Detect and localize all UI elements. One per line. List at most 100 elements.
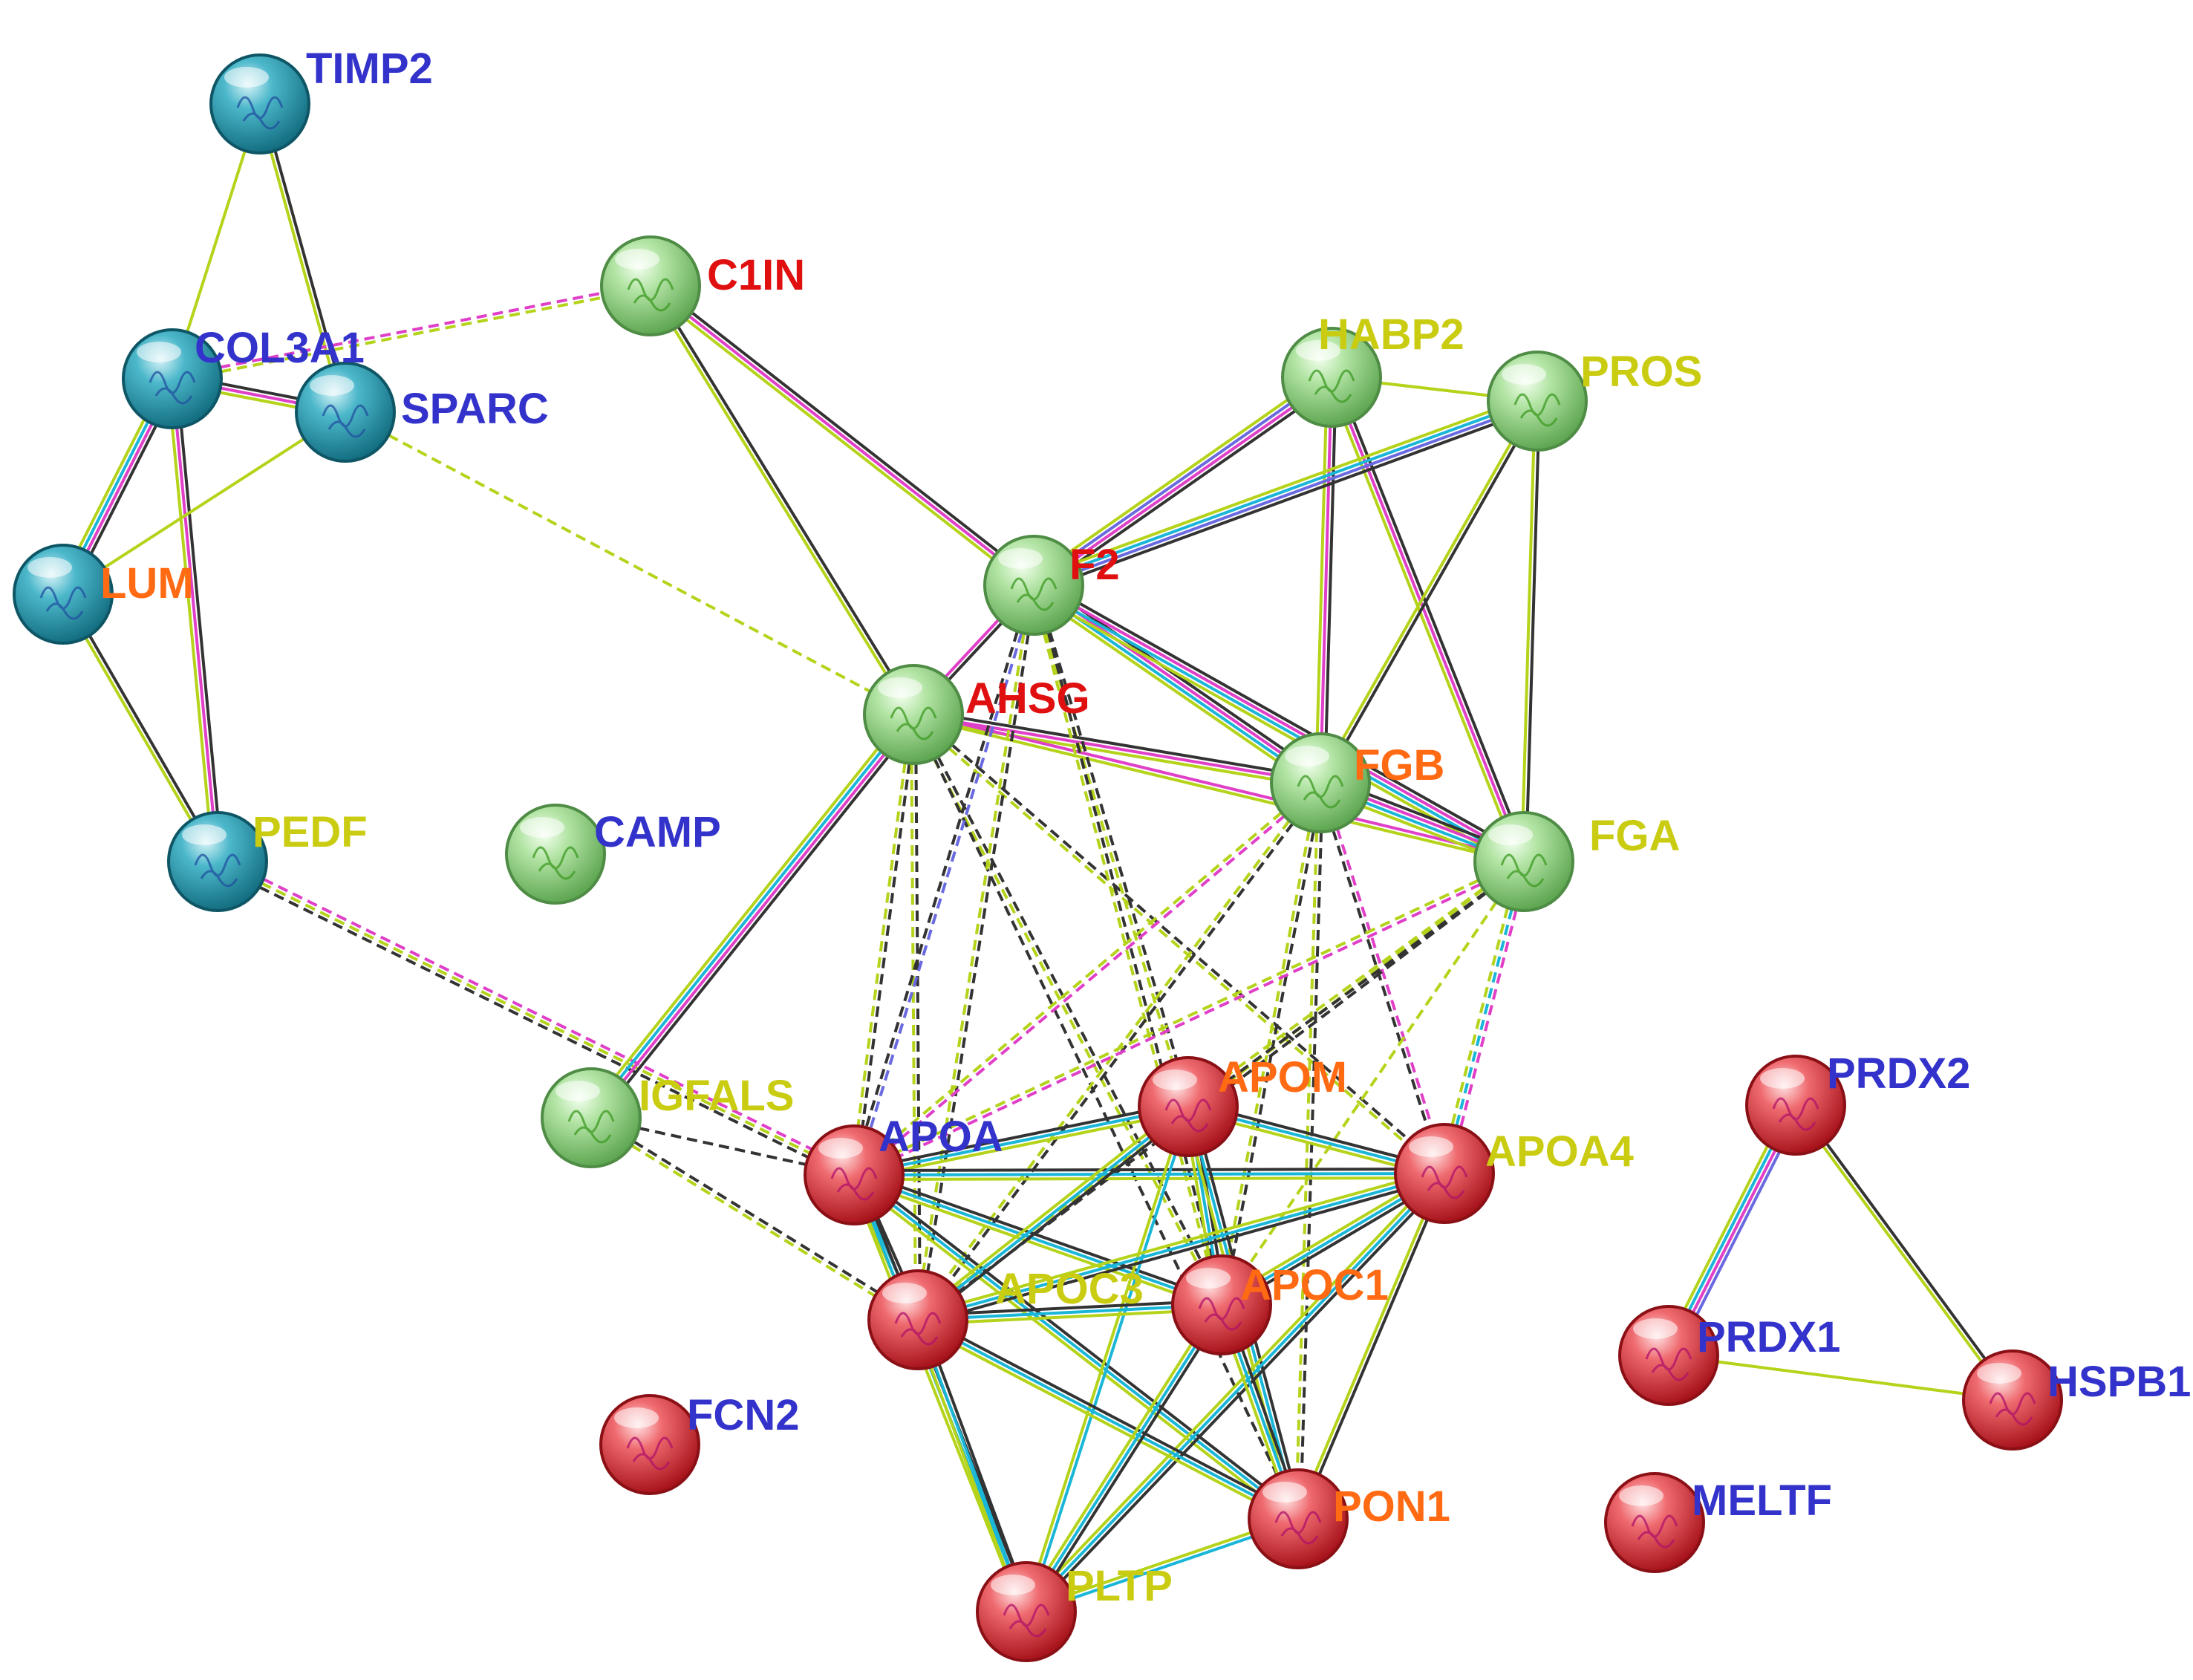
edge-strand xyxy=(1030,585,1188,1108)
edge-strand xyxy=(913,713,1321,784)
node-label-camp: CAMP xyxy=(594,808,721,856)
node-hspb1[interactable] xyxy=(1962,1349,2063,1451)
edge-ahsg-fga xyxy=(912,711,1525,865)
edge-habp2-f2 xyxy=(1029,370,1337,593)
node-timp2[interactable] xyxy=(209,53,310,154)
node-lum[interactable] xyxy=(13,544,114,645)
edge-f2-apoc3 xyxy=(914,585,1037,1321)
edge-strand xyxy=(1668,1354,2013,1401)
node-ahsg[interactable] xyxy=(863,664,964,765)
node-apoc3[interactable] xyxy=(867,1269,968,1370)
edge-strand xyxy=(1021,1301,1219,1610)
edge-strand xyxy=(260,102,349,412)
node-gloss xyxy=(1760,1068,1805,1089)
edge-strand xyxy=(589,1118,918,1324)
edge-lum-pedf xyxy=(59,592,221,864)
edge-sparc-ahsg xyxy=(345,411,914,716)
edge-strand xyxy=(1796,1103,2016,1400)
protein-structure-icon xyxy=(1297,775,1344,809)
edge-strand xyxy=(647,288,1032,590)
node-apom[interactable] xyxy=(1138,1056,1239,1157)
edge-strand xyxy=(1298,1173,1448,1520)
edge-fgb-apoc3 xyxy=(914,781,1324,1322)
nodes-layer xyxy=(13,53,2063,1662)
edge-strand xyxy=(853,1173,1222,1306)
edge-strand xyxy=(1028,1175,1449,1616)
edge-fga-apoc1 xyxy=(1220,860,1525,1306)
node-gloss xyxy=(1633,1318,1678,1339)
node-igfals[interactable] xyxy=(541,1067,642,1168)
node-fgb[interactable] xyxy=(1270,732,1371,833)
edge-pros-fgb xyxy=(1317,399,1541,785)
edge-strand xyxy=(850,584,1034,1175)
node-col3a1[interactable] xyxy=(122,328,223,429)
protein-structure-icon xyxy=(532,846,579,880)
edge-strand xyxy=(1030,585,1222,1306)
edge-strand xyxy=(1220,860,1525,1306)
edge-strand xyxy=(914,585,1034,1320)
protein-structure-icon xyxy=(1631,1514,1678,1549)
edge-strand xyxy=(1186,858,1524,1107)
node-label-prdx2: PRDX2 xyxy=(1827,1049,1970,1098)
edge-strand xyxy=(1034,401,1539,589)
node-apoa[interactable] xyxy=(804,1124,905,1225)
node-habp2[interactable] xyxy=(1281,327,1382,428)
node-pedf[interactable] xyxy=(167,811,268,912)
edge-strand xyxy=(215,864,853,1181)
edge-strand xyxy=(1317,399,1537,783)
node-apoa4[interactable] xyxy=(1394,1123,1495,1224)
node-sparc[interactable] xyxy=(295,362,396,463)
edge-strand xyxy=(917,1318,1299,1520)
node-label-apoa4: APOA4 xyxy=(1485,1127,1634,1176)
node-gloss xyxy=(1262,1482,1307,1502)
node-label-apom: APOM xyxy=(1218,1053,1347,1101)
edge-fgb-pon1 xyxy=(1294,782,1324,1520)
node-camp[interactable] xyxy=(505,804,606,905)
protein-structure-icon xyxy=(894,1312,942,1346)
edge-strand xyxy=(854,1109,1190,1181)
node-f2[interactable] xyxy=(983,535,1084,636)
node-gloss xyxy=(818,1138,863,1159)
edge-strand xyxy=(920,1318,1032,1611)
edge-apoa4-apoc3 xyxy=(916,1168,1447,1326)
edge-apoa-apoc1 xyxy=(852,1169,1224,1311)
edge-c1in-f2 xyxy=(647,281,1037,590)
node-prdx1[interactable] xyxy=(1618,1305,1719,1406)
node-gloss xyxy=(1153,1069,1197,1090)
edge-strand xyxy=(853,1173,1300,1520)
node-pros[interactable] xyxy=(1487,351,1588,452)
edge-strand xyxy=(1320,781,1448,1173)
edge-strand xyxy=(1029,589,1318,790)
node-pon1[interactable] xyxy=(1248,1468,1349,1569)
edge-strand xyxy=(1034,584,1225,1305)
edge-apoa-apom xyxy=(853,1101,1190,1181)
edge-strand xyxy=(850,714,913,1175)
node-gloss xyxy=(520,817,564,838)
edge-strand xyxy=(1032,374,1332,585)
node-prdx2[interactable] xyxy=(1745,1055,1846,1156)
node-fcn2[interactable] xyxy=(599,1394,700,1495)
node-apoc1[interactable] xyxy=(1171,1254,1272,1355)
protein-structure-icon xyxy=(890,706,937,740)
edge-strand xyxy=(1520,400,1537,862)
node-gloss xyxy=(310,375,354,396)
edge-strand xyxy=(915,1322,1297,1525)
edge-strand xyxy=(851,780,1320,1175)
protein-structure-icon xyxy=(322,404,369,438)
protein-structure-icon xyxy=(567,1110,615,1144)
node-c1in[interactable] xyxy=(600,235,701,336)
edge-apom-pltp xyxy=(1023,1105,1192,1613)
edge-strand xyxy=(1037,381,1337,593)
edge-strand xyxy=(1029,370,1329,582)
protein-structure-icon xyxy=(149,371,196,405)
node-meltf[interactable] xyxy=(1604,1472,1705,1573)
protein-structure-icon xyxy=(626,1436,674,1471)
edge-strand xyxy=(914,1101,1187,1318)
node-fga[interactable] xyxy=(1473,811,1574,912)
node-label-apoc3: APOC3 xyxy=(995,1265,1144,1313)
edge-strand xyxy=(1320,401,1541,785)
edge-strand xyxy=(917,1303,1222,1321)
edge-strand xyxy=(854,783,1323,1178)
node-pltp[interactable] xyxy=(976,1561,1077,1662)
node-label-pltp: PLTP xyxy=(1066,1562,1173,1610)
